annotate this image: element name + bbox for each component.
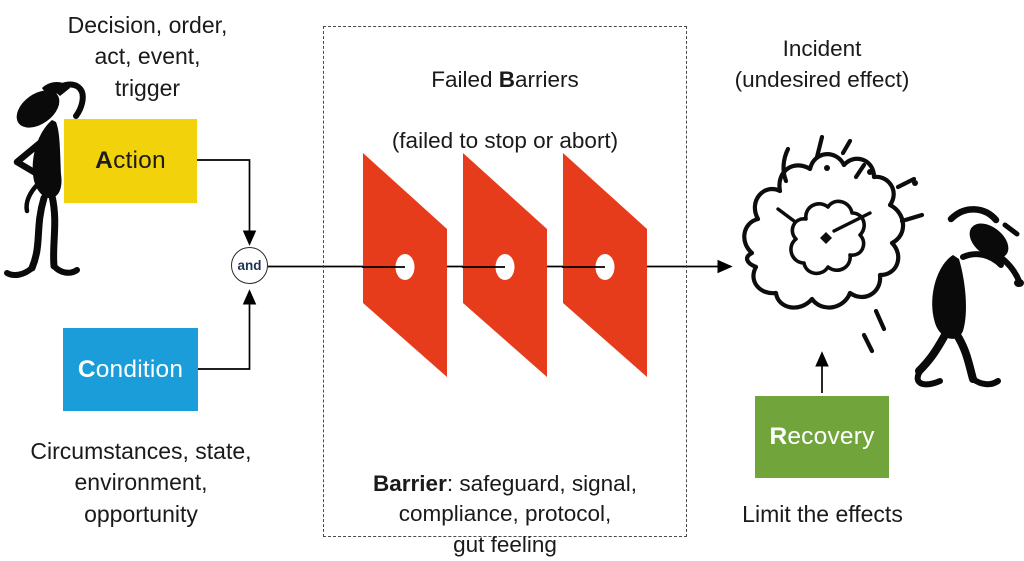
action-label-rest: ction xyxy=(113,147,166,174)
action-label-bold: A xyxy=(95,147,114,174)
condition-label-rest: ondition xyxy=(95,355,184,383)
recovery-label: Recovery xyxy=(769,423,874,451)
failed-barriers-title-line: Failed Barriers xyxy=(431,66,579,92)
event-note: Decision, order, act, event, trigger xyxy=(67,12,228,101)
condition-to-and-arrow xyxy=(198,289,257,370)
recovery-label-rest: ecovery xyxy=(787,423,875,450)
recovery-label-bold: R xyxy=(769,423,788,450)
condition-label: Condition xyxy=(78,356,183,384)
condition-note: Circumstances, state, environment, oppor… xyxy=(30,438,252,527)
action-label: Action xyxy=(95,147,166,175)
failed-barriers-subtitle: (failed to stop or abort) xyxy=(391,127,619,153)
barrier-definition-bold: Barrier xyxy=(373,470,447,496)
explosion-cloud-icon xyxy=(742,134,925,354)
action-to-and-arrow xyxy=(197,159,257,246)
recovery-note: Limit the effects xyxy=(742,501,903,527)
incident-note: Incident (undesired effect) xyxy=(734,36,910,92)
and-gate-label: and xyxy=(237,258,262,273)
action-box: Action xyxy=(64,119,197,203)
condition-label-bold: C xyxy=(77,355,96,383)
barrier-definition-note: Barrier: safeguard, signal, compliance, … xyxy=(323,438,687,560)
failed-barriers-title: Failed Barriers (failed to stop or abort… xyxy=(323,34,687,187)
and-gate: and xyxy=(231,247,268,284)
shielding-person-icon xyxy=(914,206,1024,388)
barrier-definition-rest: : safeguard, signal, compliance, protoco… xyxy=(398,470,637,557)
condition-box: Condition xyxy=(63,328,198,411)
failed-barriers-frame xyxy=(323,26,687,537)
recovery-box: Recovery xyxy=(755,396,889,478)
